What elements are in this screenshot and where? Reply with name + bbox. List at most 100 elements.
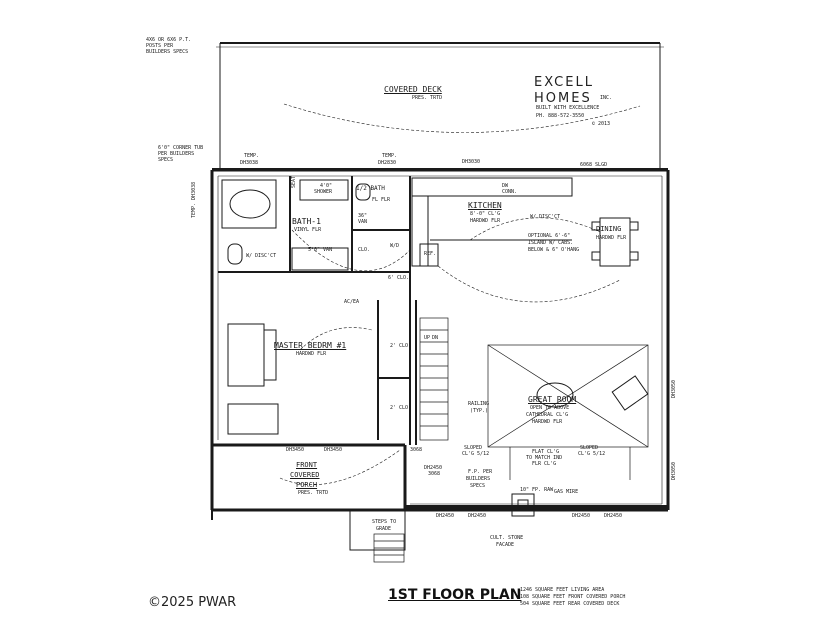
master-bedroom-floor: HARDWD FLR <box>296 351 327 357</box>
bath-disconnect: W/ DISC'CT <box>246 253 277 259</box>
builder-name-line-2: HOMES <box>534 91 592 106</box>
flat-ceiling-2: TO MATCH IND <box>526 455 563 461</box>
fireplace-note-3: SPECS <box>470 483 486 489</box>
seat-label: SEAT <box>291 175 297 188</box>
flat-ceiling-1: FLAT CL'G <box>532 449 560 455</box>
six-ft-closet: 6' CLO. <box>388 275 410 281</box>
covered-deck-material: PRES. TRTD <box>412 95 443 101</box>
great-room-note-2: CATHEDRAL CL'G <box>526 412 569 418</box>
great-room-table <box>536 382 574 408</box>
covered-deck-label: COVERED DECK <box>384 85 442 94</box>
toilet <box>227 243 243 265</box>
dining-label: DINING <box>596 225 622 233</box>
front-porch-label-1: FRONT <box>296 461 318 469</box>
vanity-36-size: 36" <box>358 213 368 219</box>
covered-deck-outline <box>216 42 664 170</box>
plan-title: 1ST FLOOR PLAN <box>388 587 522 603</box>
slider-door-label: 6068 SLGD <box>580 162 608 168</box>
master-bed <box>227 323 279 435</box>
front-porch-material: PRES. TRTD <box>298 490 329 496</box>
right-window-1: DH3050 <box>671 379 677 398</box>
builder-name-line-1: EXCELL <box>534 75 594 90</box>
shower-stall <box>299 179 349 201</box>
half-bath-floor: FL FLR <box>372 197 391 203</box>
half-bath-label: 1/2 BATH <box>356 185 385 192</box>
front-porch-label-2: COVERED <box>290 471 320 479</box>
fireplace-hearth: 10" FP. RAW <box>520 487 554 493</box>
front-porch-label-3: PORCH <box>296 481 318 489</box>
front-door-window: DH2450 <box>424 465 443 471</box>
builder-inc: INC. <box>600 95 613 101</box>
posts-note-line-1: 4X6 OR 6X6 P.T. <box>146 37 192 43</box>
corner-tub <box>221 179 277 229</box>
vanity-36-label: VAN <box>358 219 368 225</box>
corner-tub-note-1: 6'0" CORNER TUB <box>158 145 204 151</box>
area-line-3: 504 SQUARE FEET REAR COVERED DECK <box>520 601 620 607</box>
window-dh2450-4: DH2450 <box>604 513 623 519</box>
sloped-ceiling-right-1: SLOPED <box>580 445 599 451</box>
bath-1-label: BATH-1 <box>292 217 321 226</box>
closet-2ft-2: 2' CLO. <box>390 405 412 411</box>
builder-tagline: BUILT WITH EXCELLENCE <box>536 105 600 111</box>
sloped-ceiling-left-1: SLOPED <box>464 445 483 451</box>
kitchen-disconnect: W/ DISC'CT <box>530 214 561 220</box>
island-note-2: ISLAND W/ CABS. <box>528 240 574 246</box>
great-room-label: GREAT ROOM <box>528 395 577 404</box>
front-porch <box>211 509 406 551</box>
window-dh2450-1: DH2450 <box>436 513 455 519</box>
temp-window-1-b: DH3038 <box>240 160 259 166</box>
window-dh3450-1: DH3450 <box>286 447 305 453</box>
dishwasher-conn: CONN. <box>502 189 518 195</box>
door-3068: 3068 <box>410 447 423 453</box>
exterior-walls-inner <box>217 175 663 505</box>
stairs <box>419 317 449 441</box>
island-note-3: BELOW & 6" O'HANG <box>528 247 580 253</box>
railing-type: (TYP.) <box>470 408 489 414</box>
window-dh2450-2: DH2450 <box>468 513 487 519</box>
vanity-5ft: 5'0" VAN <box>308 247 333 253</box>
builder-year: © 2013 <box>592 121 611 127</box>
builder-phone: PH. 888-572-3550 <box>536 113 585 119</box>
kitchen-label: KITCHEN <box>468 201 502 210</box>
steps-note-1: STEPS TO <box>372 519 397 525</box>
temp-window-2-b: DH2830 <box>378 160 397 166</box>
bath-1-floor: VINYL FLR <box>294 227 322 233</box>
temp-window-1-a: TEMP. <box>244 153 260 159</box>
stairs-up: UP <box>424 335 431 341</box>
temp-window-2-a: TEMP. <box>382 153 398 159</box>
great-room-note-3: HARDWD FLR <box>532 419 563 425</box>
great-room-chair <box>611 375 649 411</box>
great-room-ceiling <box>487 344 649 480</box>
vanity <box>291 247 349 271</box>
refrigerator <box>419 243 439 267</box>
island-note-1: OPTIONAL 6'-6" <box>528 233 571 239</box>
fireplace-note-1: F.P. PER <box>468 469 493 475</box>
porch-steps <box>373 533 405 563</box>
fireplace-gas: GAS MIRE <box>554 489 579 495</box>
master-bedroom-label: MASTER BEDRM #1 <box>274 341 347 350</box>
shower-size: 4'0" <box>320 183 333 189</box>
electrical-arcs <box>279 103 641 485</box>
area-line-2: 108 SQUARE FEET FRONT COVERED PORCH <box>520 594 626 600</box>
front-door-size: 3068 <box>428 471 441 477</box>
interior-walls <box>218 176 417 445</box>
kitchen-floor: HARDWD FLR <box>470 218 501 224</box>
window-dh3450-2: DH3450 <box>324 447 343 453</box>
great-room-note-1: OPEN TO ABOVE <box>530 405 570 411</box>
posts-note-line-3: BUILDERS SPECS <box>146 49 189 55</box>
area-line-1: 1246 SQUARE FEET LIVING AREA <box>520 587 605 593</box>
right-window-2: DH3050 <box>671 461 677 480</box>
closet-label-1: CLO. <box>358 247 371 253</box>
sloped-ceiling-right-2: CL'G 5/12 <box>578 451 606 457</box>
half-bath-vanity <box>355 183 371 201</box>
dining-floor: HARDWD FLR <box>596 235 627 241</box>
sloped-ceiling-left-2: CL'G 5/12 <box>462 451 490 457</box>
corner-tub-note-3: SPECS <box>158 157 174 163</box>
window-dh3030: DH3030 <box>462 159 481 165</box>
ac-label: AC/EA <box>344 299 360 305</box>
temp-window-left: TEMP. DH3038 <box>191 181 197 218</box>
fireplace-note-2: BUILDERS <box>466 476 491 482</box>
corner-tub-note-2: PER BUILDERS <box>158 151 195 157</box>
shower-label: SHOWER <box>314 189 333 195</box>
